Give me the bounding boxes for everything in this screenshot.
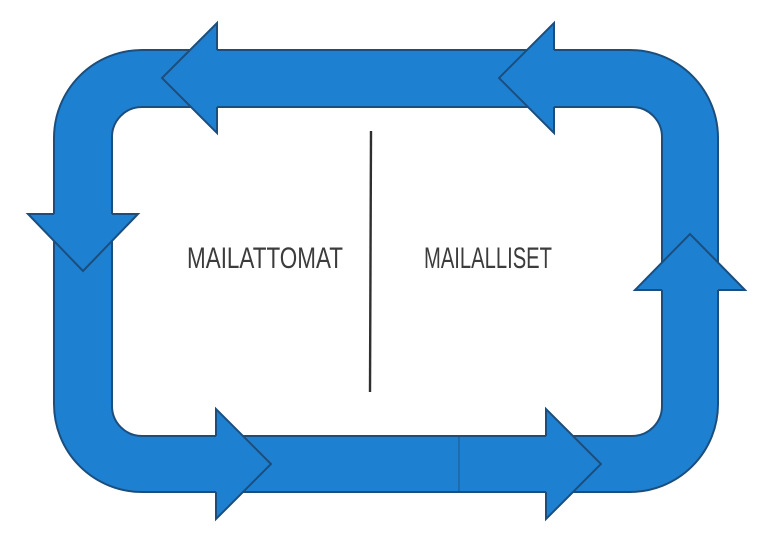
left-side-arrowhead-outline [25,213,141,273]
right-zone-label: MAILALLISET [424,242,552,275]
left-side-arrowhead [28,214,138,271]
right-side-arrow [632,232,748,291]
bottom-left-arrowhead-outline [215,406,273,522]
bottom-right-arrowhead-outline [545,406,603,522]
top-right-arrowhead-outline [497,20,555,136]
cycle-ring-band [53,49,719,493]
bottom-right-arrowhead [546,409,601,519]
right-side-arrowhead-outline [632,232,748,291]
top-left-arrowhead-outline [160,20,218,136]
top-right-arrowhead [499,23,554,133]
right-side-arrowhead [635,234,745,290]
top-right-arrow [497,20,555,136]
bottom-left-arrowhead [216,409,271,519]
left-side-arrow [25,213,141,273]
top-left-arrowhead [162,23,217,133]
bottom-left-arrow [215,406,273,522]
bottom-right-arrow [545,406,603,522]
left-zone-label: MAILATTOMAT [187,242,343,275]
top-left-arrow [160,20,218,136]
zone-divider-line [368,130,373,393]
